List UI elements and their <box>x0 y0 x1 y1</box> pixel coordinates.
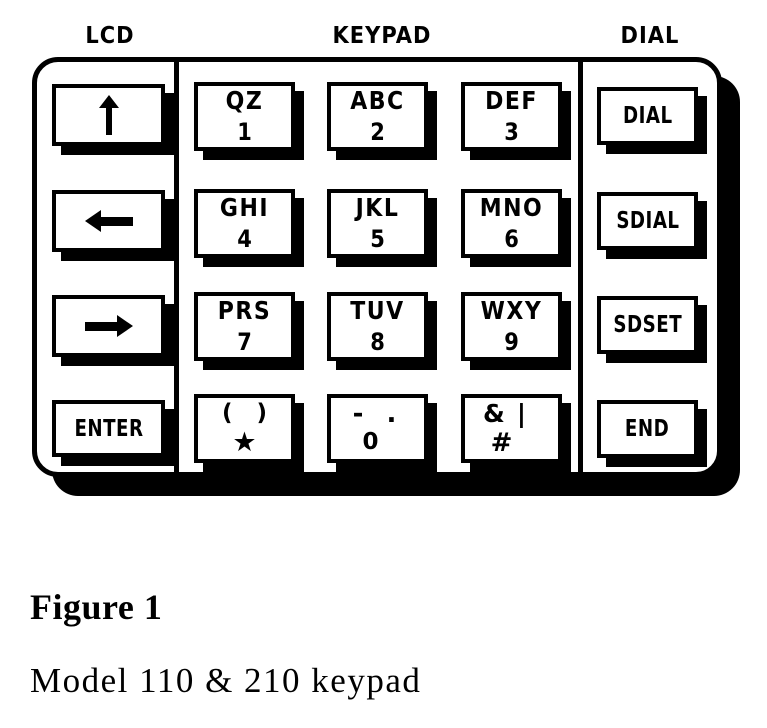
key-letters: DEF <box>485 86 538 116</box>
key-arrow-up[interactable] <box>52 84 165 146</box>
figure-caption: Model 110 & 210 keypad <box>30 661 422 700</box>
key-4[interactable]: GHI 4 <box>194 189 295 258</box>
key-digit: 5 <box>370 224 385 253</box>
star-icon: ★ <box>232 427 257 458</box>
key-symbol-right: | <box>516 399 526 428</box>
key-5[interactable]: JKL 5 <box>327 189 428 258</box>
key-symbol-lower-row: # <box>465 427 558 458</box>
divider-keypad-dial <box>578 57 583 477</box>
key-label: END <box>625 415 670 443</box>
key-digit: 7 <box>237 327 252 356</box>
key-symbol-right: . <box>386 398 397 429</box>
key-symbol-row: - . <box>331 398 424 429</box>
key-hash[interactable]: & | # <box>461 394 562 463</box>
key-symbol-right: ) <box>256 400 267 426</box>
key-dial[interactable]: DIAL <box>597 87 698 145</box>
key-digit: 9 <box>504 327 519 356</box>
arrow-up-icon <box>98 95 120 135</box>
key-letters: WXY <box>480 296 543 326</box>
key-letters: MNO <box>479 193 544 223</box>
key-letters: TUV <box>350 296 405 326</box>
key-star[interactable]: ( ) ★ <box>194 394 295 463</box>
key-7[interactable]: PRS 7 <box>194 292 295 361</box>
key-symbol-left: & <box>483 399 505 428</box>
key-1[interactable]: QZ 1 <box>194 82 295 151</box>
key-symbol-left: - <box>352 398 364 429</box>
key-letters: GHI <box>219 193 270 223</box>
key-label: SDSET <box>613 311 682 339</box>
key-label: ENTER <box>73 415 144 442</box>
key-digit: 0 <box>362 429 379 455</box>
key-letters: PRS <box>217 296 272 326</box>
column-header-lcd: LCD <box>85 21 135 49</box>
key-symbol-lower-row: 0 <box>331 431 424 455</box>
key-9[interactable]: WXY 9 <box>461 292 562 361</box>
key-digit: 1 <box>237 117 252 146</box>
key-letters: ABC <box>350 86 405 116</box>
column-header-keypad: KEYPAD <box>332 21 432 49</box>
key-letters: QZ <box>225 86 264 116</box>
key-digit: 3 <box>504 117 519 146</box>
key-enter[interactable]: ENTER <box>52 400 165 457</box>
key-arrow-right[interactable] <box>52 295 165 357</box>
key-arrow-left[interactable] <box>52 190 165 252</box>
key-end[interactable]: END <box>597 400 698 458</box>
hash-icon: # <box>490 427 513 458</box>
key-digit: 2 <box>370 117 385 146</box>
key-sdset[interactable]: SDSET <box>597 296 698 354</box>
figure-label: Figure 1 <box>30 587 163 627</box>
key-3[interactable]: DEF 3 <box>461 82 562 151</box>
divider-lcd-keypad <box>174 57 179 477</box>
key-6[interactable]: MNO 6 <box>461 189 562 258</box>
key-0[interactable]: - . 0 <box>327 394 428 463</box>
key-label: DIAL <box>622 102 673 130</box>
key-symbol-row: & | <box>465 399 558 428</box>
key-digit: 6 <box>504 224 519 253</box>
arrow-left-icon <box>84 209 133 233</box>
column-header-dial: DIAL <box>620 21 680 49</box>
key-symbol-left: ( <box>221 400 233 426</box>
arrow-right-icon <box>84 314 133 338</box>
key-digit: 4 <box>237 224 252 253</box>
key-8[interactable]: TUV 8 <box>327 292 428 361</box>
key-label: SDIAL <box>615 207 680 235</box>
key-2[interactable]: ABC 2 <box>327 82 428 151</box>
key-letters: JKL <box>355 193 400 223</box>
key-sdial[interactable]: SDIAL <box>597 192 698 250</box>
key-digit: 8 <box>370 327 385 356</box>
key-symbol-row: ( ) <box>198 400 291 426</box>
key-symbol-lower-row: ★ <box>198 427 291 458</box>
